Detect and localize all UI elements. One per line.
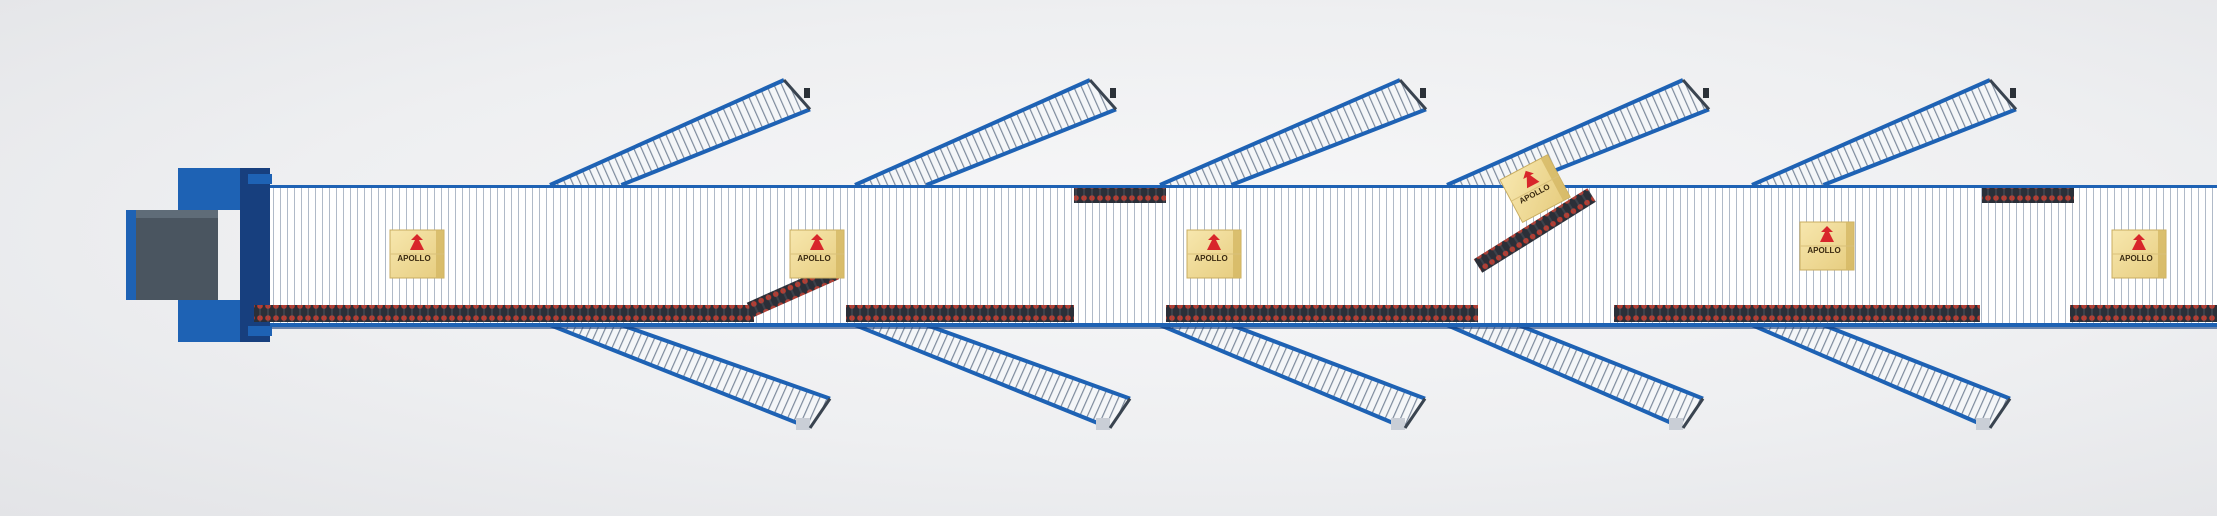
carton-box-icon: APOLLO <box>1799 221 1855 271</box>
product-row <box>846 305 1074 322</box>
chute-foot <box>1976 418 1990 430</box>
chute-foot <box>1096 418 1110 430</box>
apollo-logo-icon <box>1523 170 1540 189</box>
product-rows <box>254 188 2217 322</box>
product-row <box>1166 305 1478 322</box>
product-row <box>1982 188 2074 203</box>
product-row <box>1074 188 1166 203</box>
carton-brand-label: APOLLO <box>1194 254 1227 263</box>
carton-box-icon: APOLLO <box>1499 153 1571 224</box>
sorter-chute <box>1446 78 1711 187</box>
drive-motor-icon <box>126 168 272 342</box>
product-row <box>1614 305 1980 322</box>
product-row <box>254 305 754 322</box>
main-conveyor-belt <box>240 185 2217 329</box>
apollo-logo-icon <box>810 234 824 250</box>
carton-box-icon: APOLLO <box>1186 229 1242 279</box>
chute-leg <box>1703 88 1709 98</box>
sorter-chute <box>854 78 1118 187</box>
sorter-chute <box>1446 323 1705 430</box>
upper-sorter-chutes <box>549 78 2018 187</box>
carton-brand-label: APOLLO <box>1807 246 1840 255</box>
sorter-chute <box>1751 78 2018 187</box>
chute-leg <box>804 88 810 98</box>
carton-brand-label: APOLLO <box>397 254 430 263</box>
apollo-logo-icon <box>410 234 424 250</box>
product-row <box>2070 305 2217 322</box>
product-row-diverting <box>1473 188 1596 273</box>
chute-foot <box>1391 418 1405 430</box>
chute-foot <box>1669 418 1683 430</box>
sorter-chute <box>854 323 1132 430</box>
chute-leg <box>1420 88 1426 98</box>
carton-brand-label: APOLLO <box>2119 254 2152 263</box>
apollo-logo-icon <box>1820 226 1834 242</box>
carton-brand-label: APOLLO <box>797 254 830 263</box>
apollo-logo-icon <box>1207 234 1221 250</box>
sorter-chute <box>1751 323 2012 430</box>
sorter-chute <box>1159 78 1428 187</box>
chute-foot <box>796 418 810 430</box>
carton-boxes: APOLLO APOLLO APOLLO APOLLO APOLLO APOLLO <box>389 153 2167 279</box>
carton-box-icon: APOLLO <box>2111 229 2167 279</box>
lower-sorter-chutes <box>549 323 2012 430</box>
carton-box-icon: APOLLO <box>789 229 845 279</box>
chute-leg <box>2010 88 2016 98</box>
sorter-chute <box>549 323 832 430</box>
sorter-chute <box>549 78 812 187</box>
carton-box-icon: APOLLO <box>389 229 445 279</box>
apollo-logo-icon <box>2132 234 2146 250</box>
sorter-chute <box>1159 323 1427 430</box>
chute-leg <box>1110 88 1116 98</box>
